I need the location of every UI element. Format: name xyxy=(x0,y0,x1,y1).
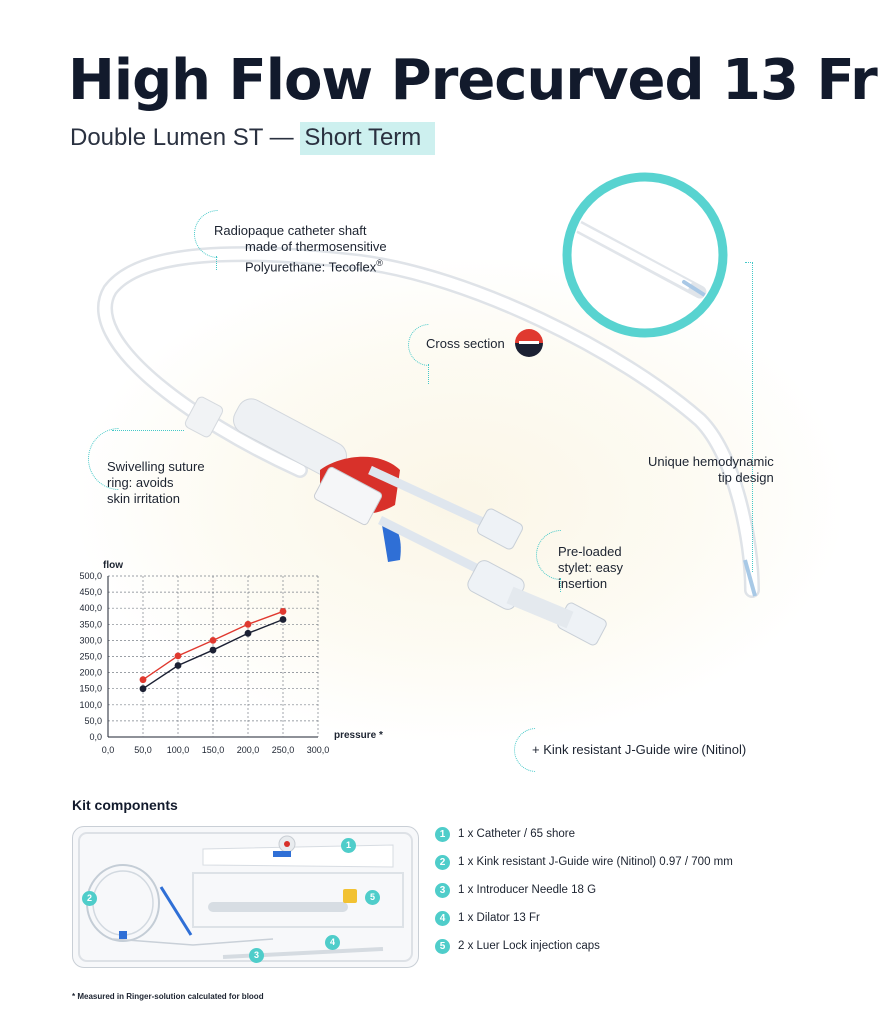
catheter-shaft xyxy=(97,246,760,598)
kit-title: Kit components xyxy=(72,797,178,813)
chart-data-point xyxy=(244,629,252,637)
list-number: 1 xyxy=(435,826,450,842)
kit-tray-image: 1 2 3 4 5 xyxy=(72,826,419,968)
tray-marker-5: 5 xyxy=(365,890,380,905)
list-number: 3 xyxy=(435,882,450,898)
list-text: 1 x Introducer Needle 18 G xyxy=(458,884,597,896)
shaft-callout-line2: made of thermosensitive xyxy=(245,239,387,254)
list-item: 3 1 x Introducer Needle 18 G xyxy=(435,876,733,904)
chart-xtick-label: 0,0 xyxy=(102,745,115,755)
subtitle-highlight: Short Term xyxy=(300,122,436,155)
extension-lines xyxy=(368,465,607,646)
chart-data-point xyxy=(279,608,287,615)
chart-data-point xyxy=(279,616,287,623)
chart-ylabel: flow xyxy=(103,560,123,571)
list-item: 4 1 x Dilator 13 Fr xyxy=(435,904,733,932)
shaft-callout: Radiopaque catheter shaft made of thermo… xyxy=(214,223,387,275)
guide-wire-callout: + Kink resistant J-Guide wire (Nitinol) xyxy=(532,742,747,757)
suture-ring xyxy=(184,396,224,438)
footnote: * Measured in Ringer-solution calculated… xyxy=(72,992,264,1001)
chart-ytick-label: 200,0 xyxy=(79,668,102,678)
chart-ytick-label: 450,0 xyxy=(79,587,102,597)
chart-ytick-label: 100,0 xyxy=(79,700,102,710)
chart-xtick-label: 250,0 xyxy=(272,745,295,755)
tip-zoom-lens xyxy=(562,172,728,338)
background-glow xyxy=(80,260,840,740)
list-number: 5 xyxy=(435,938,450,954)
chart-xtick-label: 150,0 xyxy=(202,745,225,755)
chart-xtick-label: 100,0 xyxy=(167,745,190,755)
tray-marker-2: 2 xyxy=(82,891,97,906)
shaft-callout-line3: Polyurethane: Tecoflex® xyxy=(214,255,387,275)
list-number: 4 xyxy=(435,910,450,926)
chart-data-point xyxy=(209,646,217,654)
chart-ytick-label: 250,0 xyxy=(79,652,102,662)
subtitle-prefix: Double Lumen ST — xyxy=(70,124,301,151)
list-item: 2 1 x Kink resistant J-Guide wire (Nitino… xyxy=(435,848,733,876)
list-number: 2 xyxy=(435,854,450,870)
chart-ytick-label: 500,0 xyxy=(79,571,102,581)
shaft-callout-leader xyxy=(216,256,217,270)
list-text: 1 x Dilator 13 Fr xyxy=(458,912,540,924)
tray-marker-1: 1 xyxy=(341,838,356,853)
chart-ytick-label: 300,0 xyxy=(79,635,102,645)
suture-callout-leader xyxy=(112,430,184,431)
tecoflex-label: Polyurethane: Tecoflex xyxy=(245,259,377,275)
flow-pressure-chart: flow pressure * 0,0 50,0 100,0 150,0 200,0 25… xyxy=(79,560,383,755)
tray-marker-3: 3 xyxy=(249,948,264,963)
chart-xtick-label: 300,0 xyxy=(307,745,330,755)
catheter-illustration xyxy=(97,172,760,646)
list-item: 1 1 x Catheter / 65 shore xyxy=(435,820,733,848)
chart-data-point xyxy=(174,652,182,660)
chart-xlabel: pressure * xyxy=(334,730,383,741)
cross-section-callout-leader xyxy=(428,364,429,384)
tip-callout-leader-top xyxy=(745,262,753,263)
chart-data-point xyxy=(209,637,217,644)
chart-data-point xyxy=(139,685,147,693)
suture-callout: Swivelling suture ring: avoids skin irri… xyxy=(107,459,205,506)
list-text: 1 x Kink resistant J-Guide wire (Nitinol… xyxy=(458,856,733,868)
chart-data-point xyxy=(244,620,252,628)
chart-xtick-label: 200,0 xyxy=(237,745,260,755)
chart-ytick-label: 350,0 xyxy=(79,619,102,629)
page-title: High Flow Precurved 13 Fr xyxy=(68,48,878,113)
chart-xtick-label: 50,0 xyxy=(134,745,152,755)
chart-ytick-label: 150,0 xyxy=(79,684,102,694)
tray-marker-4: 4 xyxy=(325,935,340,950)
tip-callout: Unique hemodynamic tip design xyxy=(648,454,774,485)
shaft-callout-line1: Radiopaque catheter shaft xyxy=(214,223,367,238)
chart-data-point xyxy=(174,662,182,669)
stylet-callout-leader xyxy=(560,578,561,592)
registered-mark: ® xyxy=(376,258,383,268)
page-subtitle: Double Lumen ST — Short Term xyxy=(70,122,436,155)
cross-section-icon xyxy=(515,329,543,357)
chart-data-point xyxy=(139,676,147,684)
stylet-callout: Pre-loaded stylet: easy insertion xyxy=(558,544,624,591)
chart-ytick-label: 50,0 xyxy=(84,716,102,726)
list-text: 1 x Catheter / 65 shore xyxy=(458,828,575,840)
list-item: 5 2 x Luer Lock injection caps xyxy=(435,932,733,960)
chart-ytick-label: 0,0 xyxy=(89,732,102,742)
cross-section-callout: Cross section xyxy=(426,336,505,351)
chart-ytick-label: 400,0 xyxy=(79,603,102,613)
kit-component-list: 1 1 x Catheter / 65 shore 2 1 x Kink resis… xyxy=(435,820,733,960)
list-text: 2 x Luer Lock injection caps xyxy=(458,940,600,952)
tip-callout-leader xyxy=(752,262,753,572)
